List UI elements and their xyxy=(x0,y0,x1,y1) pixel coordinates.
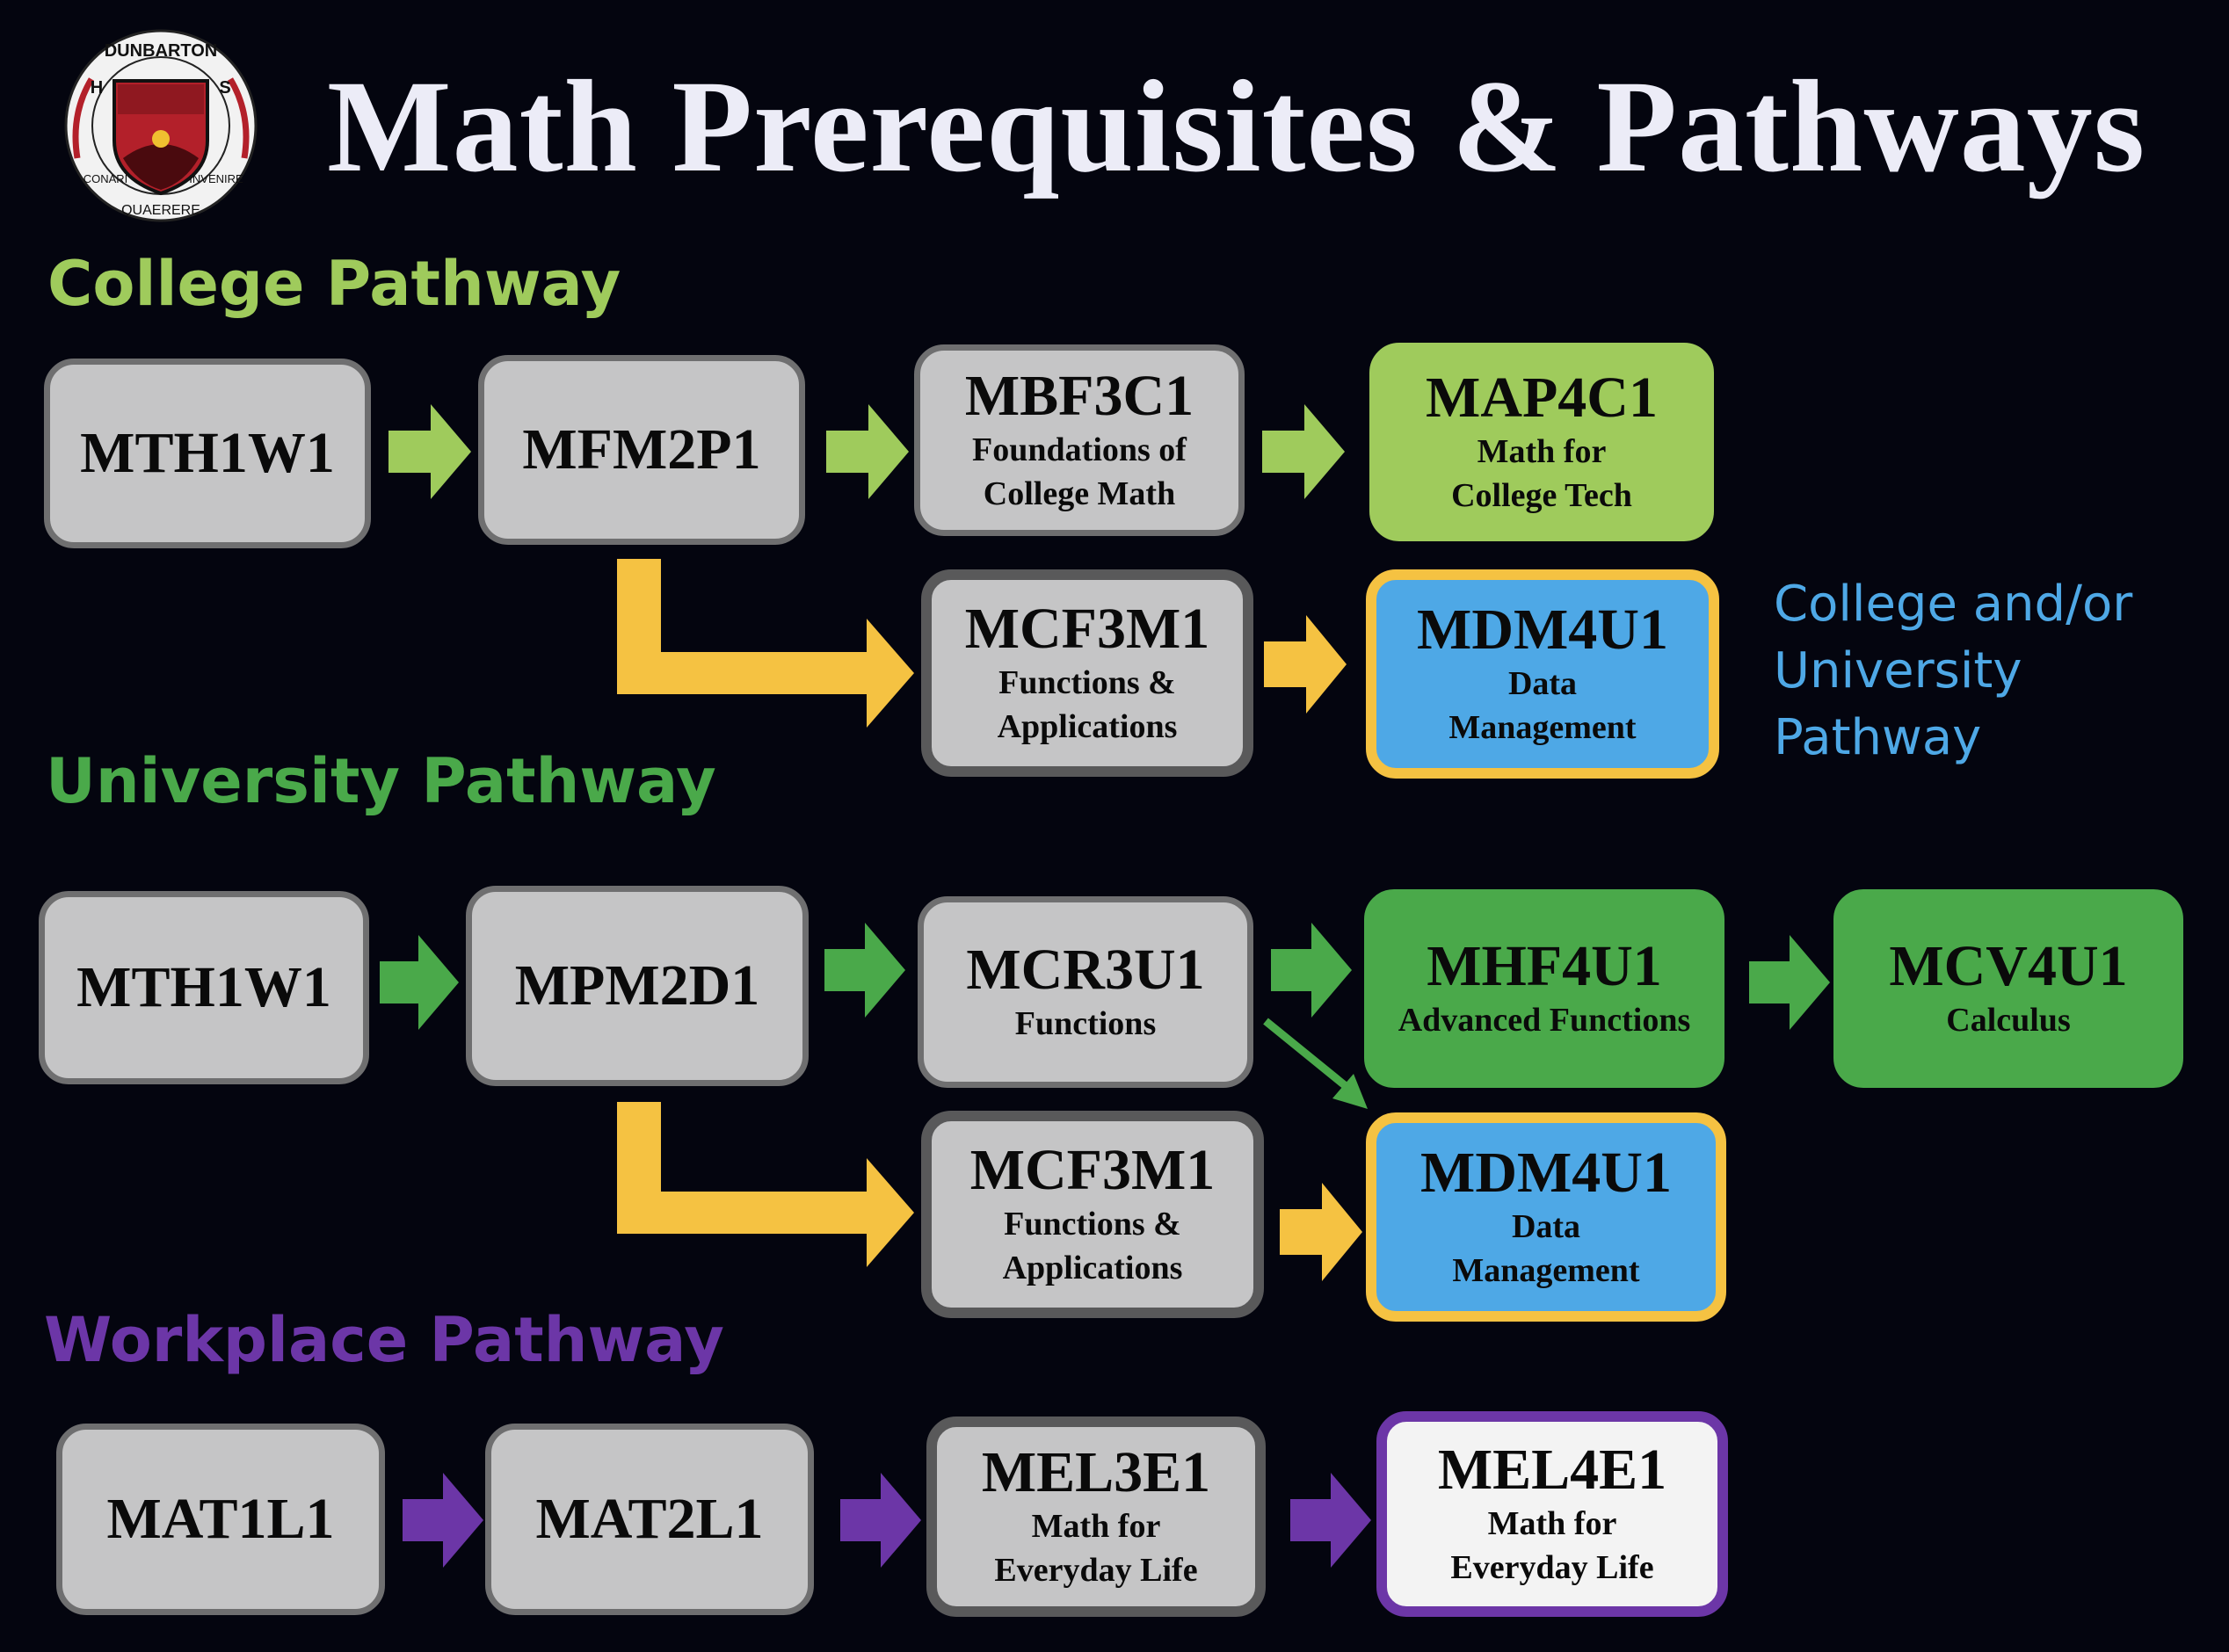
course-box-mhf4u1: MHF4U1 Advanced Functions xyxy=(1364,889,1724,1088)
course-name: Math for Everyday Life xyxy=(1450,1505,1654,1587)
course-code: MCV4U1 xyxy=(1889,933,2128,998)
logo-letter-left: H xyxy=(91,78,103,98)
arrow-workplace-1 xyxy=(403,1473,483,1568)
logo-ring-bottom-left: CONARI xyxy=(83,172,128,185)
course-code: MAT1L1 xyxy=(106,1486,335,1551)
course-code: MCR3U1 xyxy=(966,937,1205,1002)
course-box-mfm2p1: MFM2P1 xyxy=(478,355,805,545)
course-code: MHF4U1 xyxy=(1427,933,1662,998)
logo-letter-right: S xyxy=(219,78,230,98)
arrow-university-3 xyxy=(1271,923,1352,1018)
college-university-note: College and/or University Pathway xyxy=(1774,576,2133,766)
course-code: MAP4C1 xyxy=(1426,365,1658,430)
course-box-mel3e1: MEL3E1 Math for Everyday Life xyxy=(926,1417,1266,1617)
arrow-workplace-3 xyxy=(1290,1473,1371,1568)
arrow-university-2 xyxy=(824,923,905,1018)
course-name: Functions xyxy=(1014,1005,1157,1043)
course-box-map4c1: MAP4C1 Math for College Tech xyxy=(1369,343,1714,541)
course-box-mat2l1: MAT2L1 xyxy=(485,1424,814,1615)
course-code: MPM2D1 xyxy=(514,953,760,1018)
page-title: Math Prerequisites & Pathways xyxy=(327,54,2146,199)
connector-college-elbow xyxy=(617,559,914,728)
logo-ring-bottom-right: INVENIRE xyxy=(189,172,243,185)
course-name: Foundations of College Math xyxy=(972,431,1187,513)
arrow-diagonal-line xyxy=(1263,1018,1353,1093)
arrow-diagonal-head xyxy=(1332,1074,1368,1109)
course-box-mcf3m1-university: MCF3M1 Functions & Applications xyxy=(921,1111,1264,1318)
course-name: Data Management xyxy=(1452,1208,1640,1290)
course-code: MTH1W1 xyxy=(76,954,331,1019)
course-box-mbf3c1: MBF3C1 Foundations of College Math xyxy=(914,344,1245,536)
course-box-mcr3u1: MCR3U1 Functions xyxy=(918,896,1253,1088)
course-code: MDM4U1 xyxy=(1417,597,1668,662)
arrow-college-1 xyxy=(388,404,471,499)
school-crest-logo: DUNBARTON H S CONARI QUAERERE INVENIRE xyxy=(64,29,258,222)
logo-ring-bottom: QUAERERE xyxy=(121,203,200,218)
logo-ring-top: DUNBARTON xyxy=(105,41,218,61)
course-name: Data Management xyxy=(1448,665,1637,747)
course-code: MDM4U1 xyxy=(1420,1140,1672,1205)
workplace-pathway-heading: Workplace Pathway xyxy=(44,1304,724,1376)
arrow-university-1 xyxy=(380,935,459,1030)
arrow-university-4 xyxy=(1749,935,1830,1030)
course-box-mcv4u1: MCV4U1 Calculus xyxy=(1833,889,2183,1088)
course-box-mth1w1-college: MTH1W1 xyxy=(44,359,371,548)
course-code: MCF3M1 xyxy=(964,596,1210,661)
course-name: Functions & Applications xyxy=(1002,1206,1183,1287)
course-code: MCF3M1 xyxy=(969,1137,1216,1202)
arrow-college-3 xyxy=(1262,404,1345,499)
course-code: MFM2P1 xyxy=(522,417,761,482)
course-code: MAT2L1 xyxy=(535,1486,764,1551)
course-name: Functions & Applications xyxy=(997,664,1178,746)
course-box-mdm4u1-college: MDM4U1 Data Management xyxy=(1366,569,1719,779)
connector-university-elbow xyxy=(617,1102,914,1267)
course-code: MEL3E1 xyxy=(981,1439,1211,1504)
arrow-workplace-2 xyxy=(840,1473,921,1568)
arrow-college-yellow xyxy=(1264,615,1347,714)
arrow-university-yellow xyxy=(1280,1183,1362,1281)
course-code: MTH1W1 xyxy=(80,420,335,485)
course-box-mcf3m1-college: MCF3M1 Functions & Applications xyxy=(921,569,1253,777)
course-name: Math for College Tech xyxy=(1451,433,1632,515)
course-box-mel4e1: MEL4E1 Math for Everyday Life xyxy=(1376,1411,1728,1617)
course-box-mth1w1-university: MTH1W1 xyxy=(39,891,369,1084)
course-name: Math for Everyday Life xyxy=(994,1508,1198,1590)
course-code: MEL4E1 xyxy=(1437,1437,1667,1502)
college-pathway-heading: College Pathway xyxy=(47,248,621,320)
course-name: Advanced Functions xyxy=(1398,1002,1691,1040)
course-box-mdm4u1-university: MDM4U1 Data Management xyxy=(1366,1112,1726,1322)
arrow-college-2 xyxy=(826,404,909,499)
course-box-mat1l1: MAT1L1 xyxy=(56,1424,385,1615)
course-box-mpm2d1: MPM2D1 xyxy=(466,886,809,1086)
course-name: Calculus xyxy=(1946,1002,2071,1040)
course-code: MBF3C1 xyxy=(964,363,1194,428)
university-pathway-heading: University Pathway xyxy=(46,745,716,817)
